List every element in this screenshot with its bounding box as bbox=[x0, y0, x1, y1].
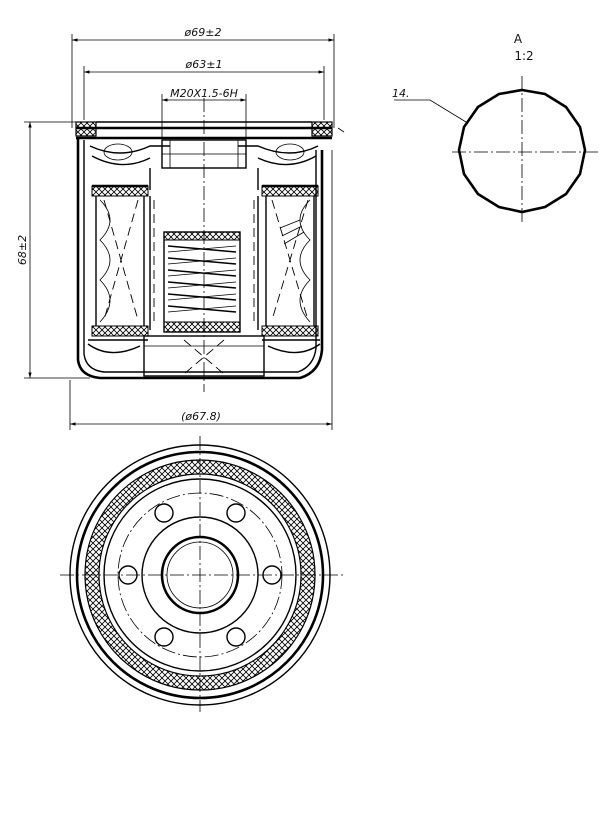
end-cap-bottom-right bbox=[261, 325, 319, 337]
section-view bbox=[75, 98, 345, 392]
gasket-diameter-label: ø63±1 bbox=[185, 58, 223, 71]
dim-outer-diameter: ø69±2 bbox=[71, 26, 335, 128]
end-cap-top-left bbox=[91, 185, 149, 197]
gasket-right bbox=[311, 121, 333, 137]
end-cap-bottom-left bbox=[91, 325, 149, 337]
flow-hole bbox=[226, 627, 246, 647]
flow-hole bbox=[226, 503, 246, 523]
flow-hole bbox=[154, 627, 174, 647]
center-thread-hole bbox=[160, 535, 240, 615]
flow-holes bbox=[118, 503, 282, 647]
dim-thread: M20X1.5-6H bbox=[161, 87, 247, 138]
housing-outline bbox=[76, 138, 324, 380]
end-cap-top-right bbox=[261, 185, 319, 197]
bottom-view bbox=[60, 436, 346, 712]
detail-label: A bbox=[514, 32, 523, 46]
detail-polygon-outline bbox=[457, 88, 587, 214]
outer-diameter-label: ø69±2 bbox=[184, 26, 222, 39]
thread-label: M20X1.5-6H bbox=[170, 87, 238, 100]
dim-body-diameter: (ø67.8) bbox=[69, 150, 333, 430]
detail-scale: 1:2 bbox=[514, 49, 533, 63]
dim-height: 68±2 bbox=[16, 121, 90, 379]
flow-hole bbox=[262, 565, 282, 585]
gasket-left bbox=[75, 121, 97, 137]
detail-view-a: A 1:2 14. bbox=[392, 32, 600, 224]
body-diameter-label: (ø67.8) bbox=[181, 410, 221, 423]
dim-gasket-diameter: ø63±1 bbox=[83, 58, 325, 120]
gasket-ring-hatched bbox=[84, 459, 316, 691]
flow-hole bbox=[154, 503, 174, 523]
detail-callout: 14. bbox=[392, 87, 410, 100]
height-label: 68±2 bbox=[16, 235, 29, 265]
flow-hole bbox=[118, 565, 138, 585]
